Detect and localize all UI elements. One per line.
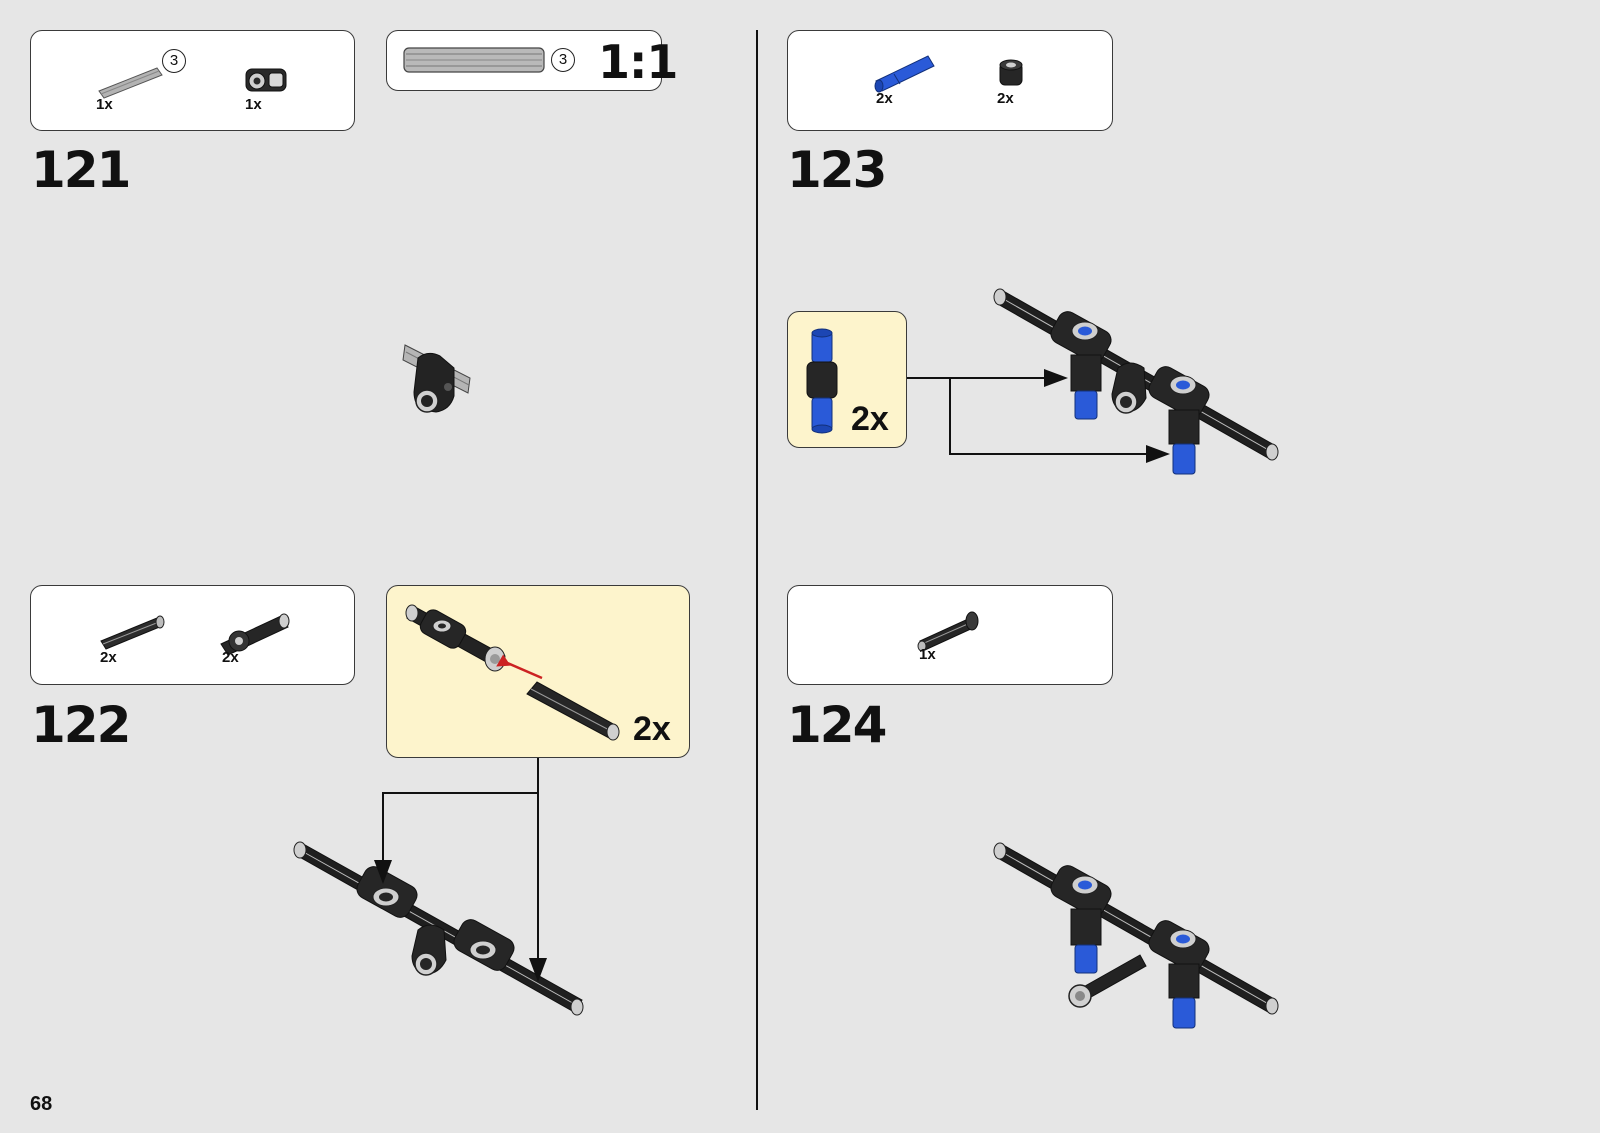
parts-illustration-122 — [31, 586, 356, 686]
axle-pin-dark-icon — [101, 616, 164, 649]
step-number-124: 124 — [787, 700, 885, 750]
callout-qty-122: 2x — [633, 712, 671, 746]
sub-assembly-callout-123 — [787, 311, 907, 448]
parts-box-step-124 — [787, 585, 1113, 685]
part-qty-124-a: 1x — [919, 647, 936, 662]
parts-box-step-122 — [30, 585, 355, 685]
part-qty-122-a: 2x — [100, 650, 117, 665]
model-step-121 — [403, 345, 470, 412]
bush-black-icon — [1000, 60, 1022, 85]
step-number-123: 123 — [787, 145, 885, 195]
model-step-123 — [994, 289, 1278, 474]
step-number-122: 122 — [31, 700, 129, 750]
model-step-122 — [294, 842, 583, 1015]
page-bottom-edge — [0, 1133, 1600, 1138]
part-qty-122-b: 2x — [222, 650, 239, 665]
pin-blue-long-icon — [875, 56, 934, 92]
part-qty-123-b: 2x — [997, 91, 1014, 106]
parts-illustration-124 — [788, 586, 1114, 686]
arrowhead-icon — [1044, 369, 1068, 387]
part-qty-123-a: 2x — [876, 91, 893, 106]
callout-qty-123: 2x — [851, 402, 889, 436]
parts-illustration-123 — [788, 31, 1114, 132]
parts-box-step-123 — [787, 30, 1113, 131]
sub-assembly-illustration-123 — [788, 312, 908, 449]
model-step-124 — [994, 843, 1278, 1028]
page-number: 68 — [30, 1094, 52, 1114]
arrowhead-icon — [1146, 445, 1170, 463]
